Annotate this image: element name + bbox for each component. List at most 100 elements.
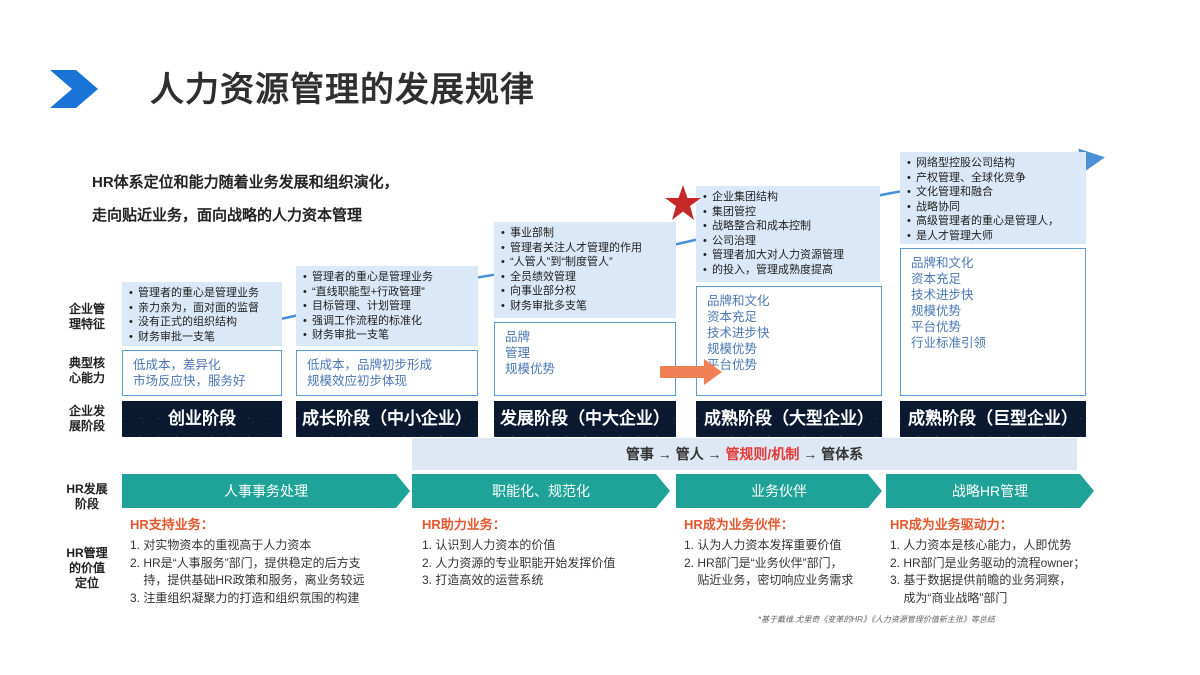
list-item: 企业集团结构 — [703, 190, 874, 205]
capability-item: 品牌 — [505, 330, 531, 344]
list-item: 管理者加大对人力资源管理 — [703, 248, 874, 263]
list-item: “直线职能型+行政管理” — [303, 285, 472, 300]
list-item: 3. 打造高效的运营系统 — [422, 573, 544, 587]
features-box-mature-large: 企业集团结构 集团管控 战略整合和成本控制 公司治理 管理者加大对人力资源管理 … — [696, 186, 880, 282]
list-item: 2. 人力资源的专业职能开始发挥价值 — [422, 555, 616, 570]
subtitle-line-2: 走向贴近业务，面向战略的人力资本管理 — [92, 207, 363, 224]
list-item: 1. 对实物资本的重视高于人力资本 — [130, 538, 312, 552]
source-footnote: *基于戴维.尤里奇《变革的HR》《人力资源管理价值新主张》等总结 — [758, 615, 995, 624]
hr-role-title: HR成为业务驱动力： — [890, 517, 1013, 532]
list-item: 1. 认为人力资本发挥重要价值 — [684, 538, 842, 552]
hr-stage-label: 职能化、规范化 — [492, 483, 590, 499]
capability-item: 平台优势 — [911, 320, 962, 334]
stage-bar-startup: 创业阶段 — [122, 401, 282, 437]
list-item: 网络型控股公司结构 — [907, 156, 1080, 171]
stage-bar-mature-large: 成熟阶段（大型企业） — [696, 401, 882, 437]
hr-stage-chevron-3: 业务伙伴 — [676, 474, 882, 508]
hr-stage-chevron-2: 职能化、规范化 — [412, 474, 670, 508]
list-item: 文化管理和融合 — [907, 185, 1080, 200]
list-item: 管理者的重心是管理业务 — [129, 286, 276, 301]
star-icon — [665, 185, 701, 220]
capability-box-startup: 低成本，差异化 市场反应快，服务好 — [122, 350, 282, 396]
list-item: “人管人”到“制度管人” — [501, 255, 670, 270]
row-label-capability: 典型核心能力 — [68, 356, 105, 385]
row-label-hr-value: HR管理的价值定位 — [66, 546, 108, 590]
hr-role-assist: HR助力业务： 1. 认识到人力资本的价值 2. 人力资源的专业职能开始发挥价值… — [422, 514, 672, 590]
list-item: 管理者的重心是管理业务 — [303, 270, 472, 285]
hr-role-driver: HR成为业务驱动力： 1. 人力资本是核心能力，人即优势 2. HR部门是业务驱… — [890, 514, 1110, 607]
features-box-startup: 管理者的重心是管理业务 亲力亲为，面对面的监督 没有正式的组织结构 财务审批一支… — [122, 282, 282, 346]
management-path-part-1: 管事 → 管人 → — [625, 446, 726, 462]
capability-item: 低成本，品牌初步形成 — [307, 358, 433, 372]
list-item: 2. HR部门是“业务伙伴”部门， — [684, 555, 843, 570]
list-item: 的投入，管理成熟度提高 — [703, 263, 874, 278]
list-item: 高级管理者的重心是管理人， — [907, 214, 1080, 229]
list-item: 战略协同 — [907, 200, 1080, 215]
list-item: 3. 注重组织凝聚力的打造和组织氛围的构建 — [130, 590, 360, 605]
subtitle-line-1: HR体系定位和能力随着业务发展和组织演化， — [92, 174, 399, 191]
arrow-right-icon — [660, 359, 722, 385]
capability-item: 品牌和文化 — [707, 294, 770, 308]
list-item: 全员绩效管理 — [501, 270, 670, 285]
hr-stage-label: 战略HR管理 — [951, 483, 1029, 499]
list-item: 公司治理 — [703, 234, 874, 249]
capability-item: 规模优势 — [707, 342, 758, 356]
list-item: 产权管理、全球化竞争 — [907, 171, 1080, 186]
row-label-hr-stage: HR发展阶段 — [66, 482, 108, 511]
capability-item: 资本充足 — [707, 310, 758, 324]
list-item: 3. 基于数据提供前瞻的业务洞察， — [890, 573, 1072, 587]
hr-role-title: HR支持业务： — [130, 517, 214, 532]
list-item: 1. 认识到人力资本的价值 — [422, 538, 556, 552]
capability-box-growth: 低成本，品牌初步形成 规模效应初步体现 — [296, 350, 478, 396]
list-item: 目标管理、计划管理 — [303, 299, 472, 314]
list-item: 1. 人力资本是核心能力，人即优势 — [890, 538, 1072, 552]
stage-bar-growth: 成长阶段（中小企业） — [296, 401, 478, 437]
capability-item: 技术进步快 — [707, 326, 770, 340]
capability-item: 平台优势 — [707, 358, 758, 372]
list-item: 事业部制 — [501, 226, 670, 241]
hr-stage-chevron-1: 人事事务处理 — [122, 474, 410, 508]
management-path-part-2: → 管体系 — [799, 446, 864, 462]
list-item: 财务审批一支笔 — [129, 330, 276, 345]
list-item: 是人才管理大师 — [907, 229, 1080, 244]
capability-item: 管理 — [505, 346, 531, 360]
chevron-right-icon — [50, 70, 98, 108]
hr-role-title: HR助力业务： — [422, 517, 506, 532]
capability-item: 市场反应快，服务好 — [133, 374, 246, 388]
row-label-features: 企业管理特征 — [68, 302, 105, 331]
capability-box-mature-large: 品牌和文化 资本充足 技术进步快 规模优势 平台优势 — [696, 286, 882, 396]
list-item: 持，提供基础HR政策和服务，离业务较远 — [130, 573, 365, 587]
features-box-development: 事业部制 管理者关注人才管理的作用 “人管人”到“制度管人” 全员绩效管理 向事… — [494, 222, 676, 318]
hr-role-support: HR支持业务： 1. 对实物资本的重视高于人力资本 2. HR是“人事服务”部门… — [130, 514, 408, 607]
management-path-highlight: 管规则/机制 — [725, 446, 800, 462]
capability-item: 技术进步快 — [911, 288, 974, 302]
list-item: 成为“商业战略”部门 — [890, 590, 1008, 605]
list-item: 强调工作流程的标准化 — [303, 314, 472, 329]
list-item: 贴近业务，密切响应业务需求 — [684, 573, 854, 587]
list-item: 财务审批一支笔 — [303, 328, 472, 343]
capability-item: 规模效应初步体现 — [307, 374, 408, 388]
capability-item: 资本充足 — [911, 272, 962, 286]
list-item: 2. HR部门是业务驱动的流程owner； — [890, 555, 1086, 570]
features-box-mature-giant: 网络型控股公司结构 产权管理、全球化竞争 文化管理和融合 战略协同 高级管理者的… — [900, 152, 1086, 244]
hr-stage-chevron-4: 战略HR管理 — [886, 474, 1094, 508]
hr-stage-label: 人事事务处理 — [224, 483, 308, 499]
capability-item: 低成本，差异化 — [133, 358, 221, 372]
capability-item: 规模优势 — [911, 304, 962, 318]
hr-role-partner: HR成为业务伙伴： 1. 认为人力资本发挥重要价值 2. HR部门是“业务伙伴”… — [684, 514, 884, 590]
capability-item: 规模优势 — [505, 362, 556, 376]
capability-box-development: 品牌 管理 规模优势 — [494, 322, 676, 396]
capability-item: 品牌和文化 — [911, 256, 974, 270]
list-item: 财务审批多支笔 — [501, 299, 670, 314]
list-item: 向事业部分权 — [501, 284, 670, 299]
capability-item: 行业标准引领 — [911, 336, 987, 350]
list-item: 2. HR是“人事服务”部门，提供稳定的后方支 — [130, 555, 361, 570]
list-item: 战略整合和成本控制 — [703, 219, 874, 234]
stage-bar-mature-giant: 成熟阶段（巨型企业） — [900, 401, 1086, 437]
page-title: 人力资源管理的发展规律 — [150, 71, 535, 109]
list-item: 亲力亲为，面对面的监督 — [129, 301, 276, 316]
row-label-stage: 企业发展阶段 — [68, 404, 105, 433]
list-item: 集团管控 — [703, 205, 874, 220]
stage-bar-development: 发展阶段（中大企业） — [494, 401, 676, 437]
list-item: 没有正式的组织结构 — [129, 315, 276, 330]
